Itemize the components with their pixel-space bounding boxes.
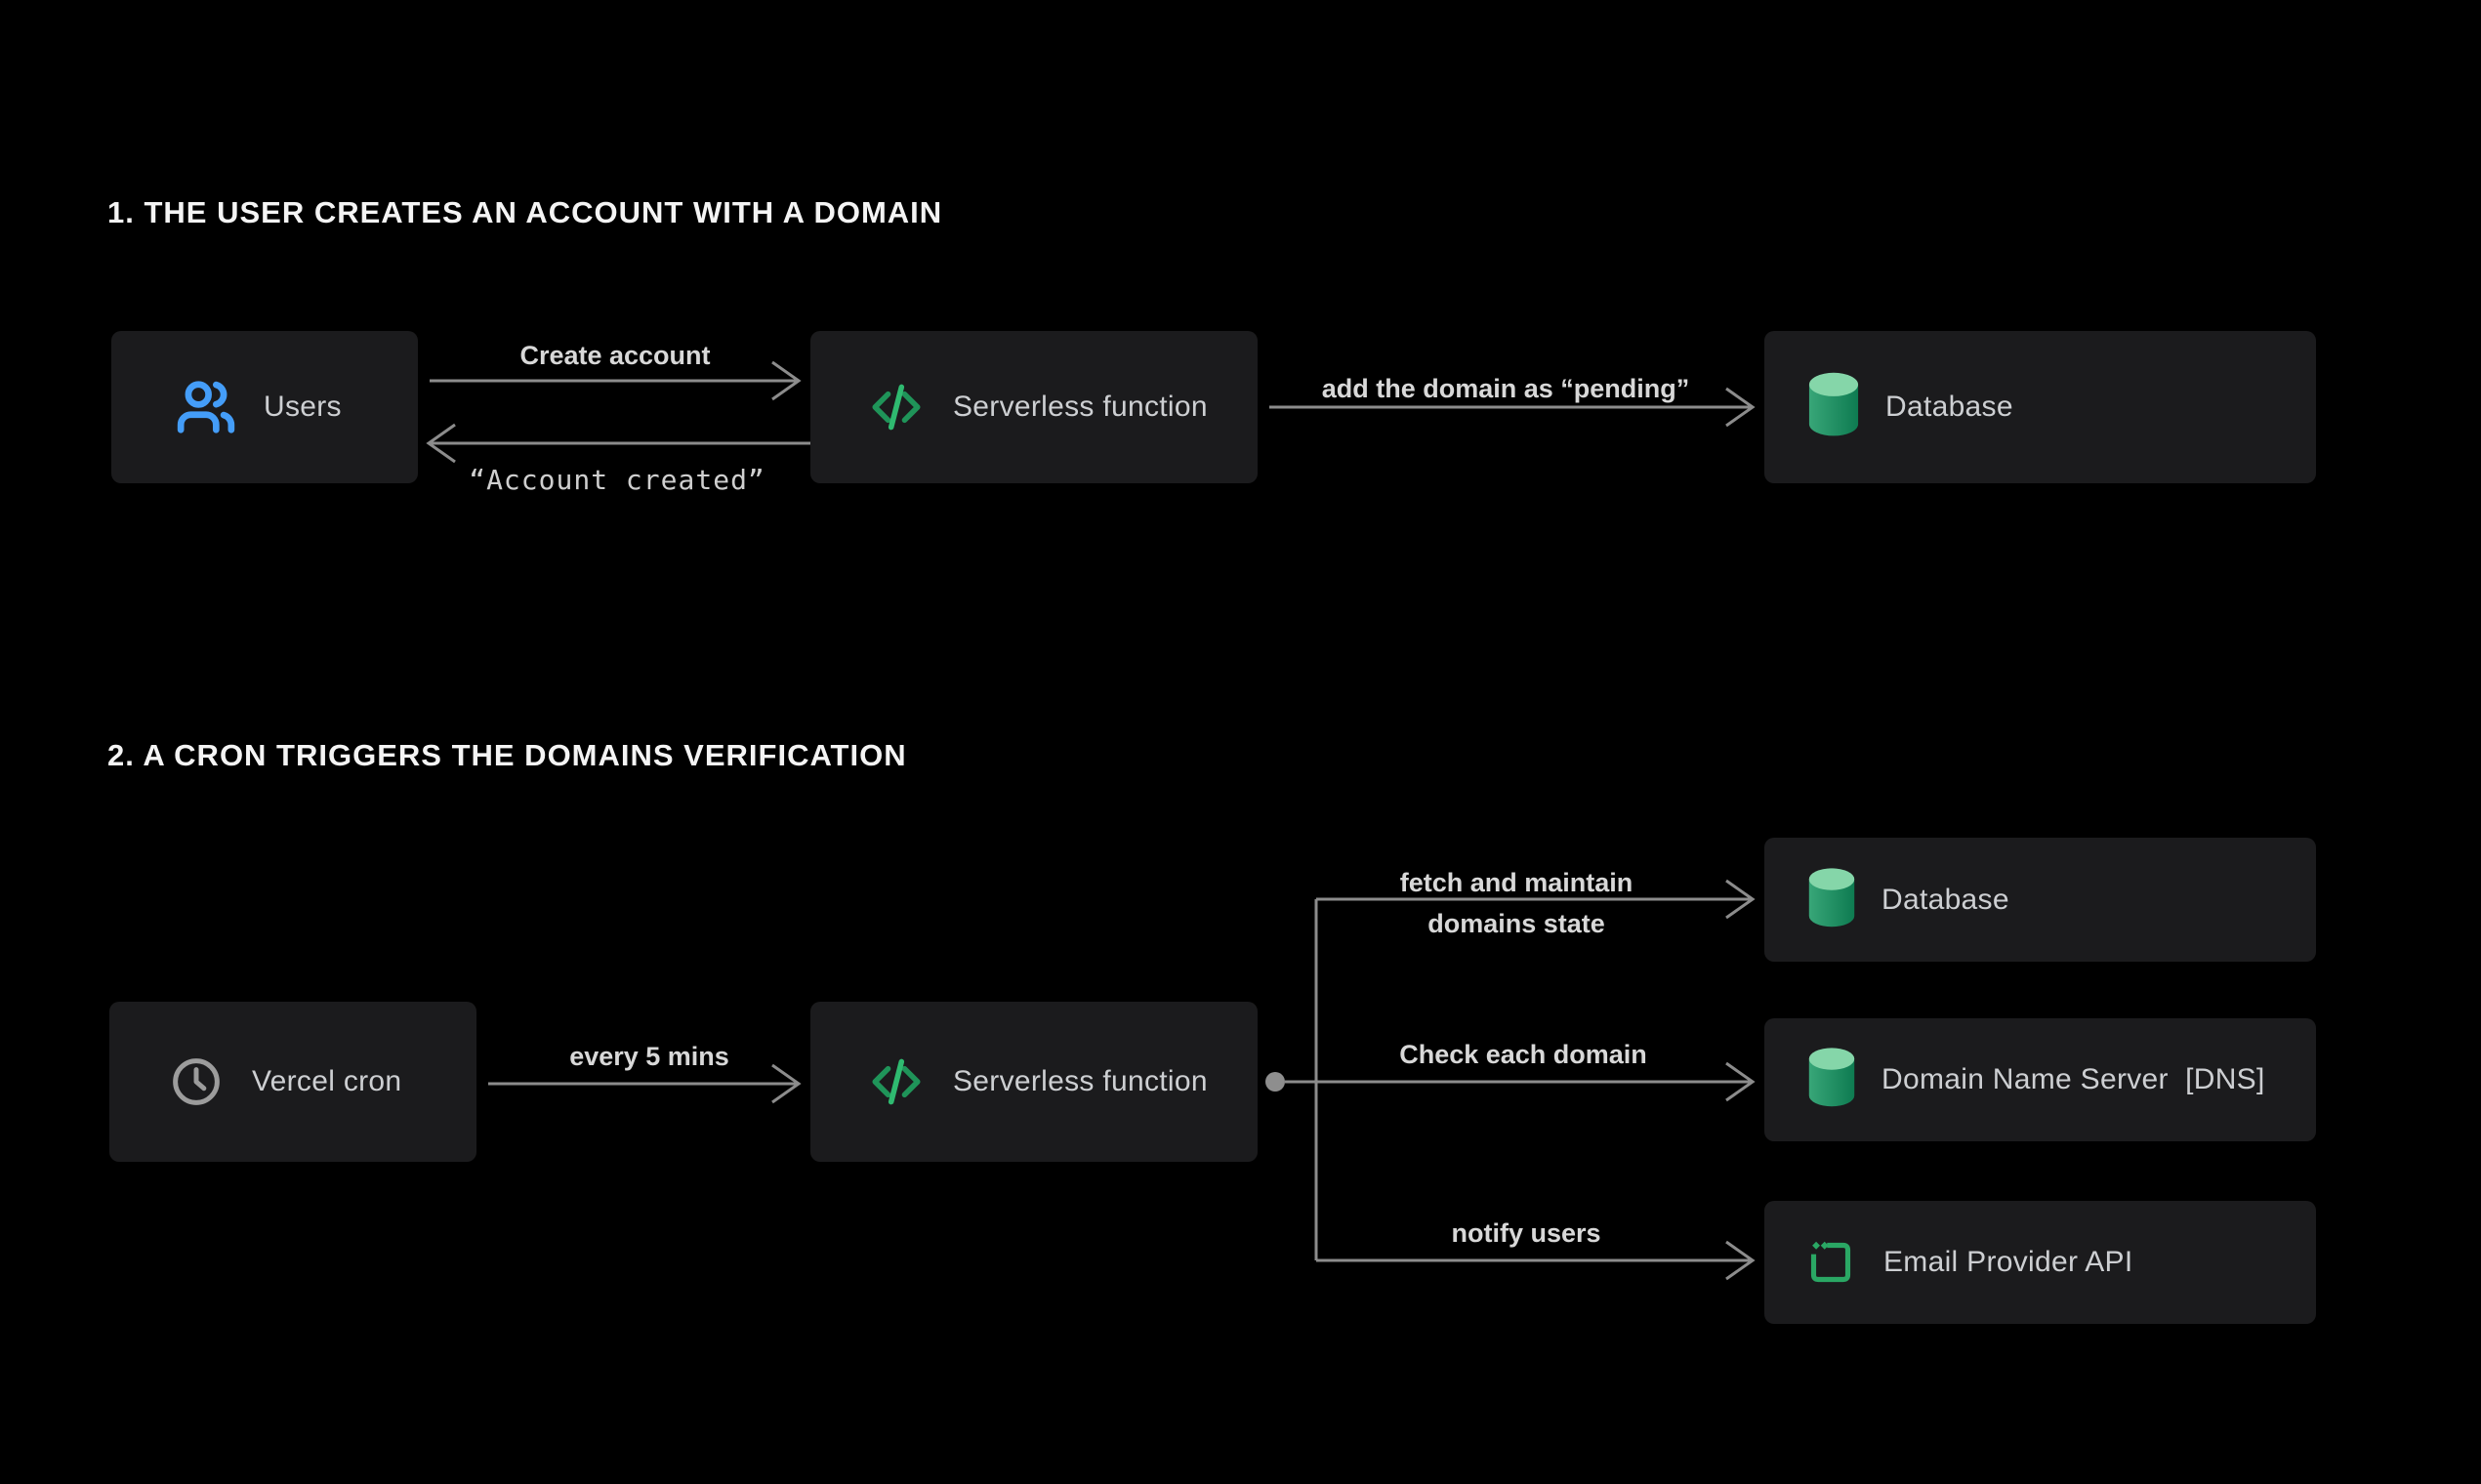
arrow-label-notify-users: notify users — [1451, 1218, 1601, 1248]
node-label: Vercel cron — [252, 1065, 402, 1097]
arrow-label-every-5-mins: every 5 mins — [569, 1042, 729, 1071]
section1-title: 1. THE USER CREATES AN ACCOUNT WITH A DO… — [107, 195, 943, 229]
node-dns: Domain Name Server [DNS] — [1764, 1018, 2316, 1141]
node-vercel-cron: Vercel cron — [109, 1002, 476, 1162]
node-database-2: Database — [1764, 838, 2316, 962]
node-label: Database — [1881, 883, 2009, 916]
code-icon — [865, 1053, 928, 1110]
arrow-label-add-pending: add the domain as “pending” — [1321, 374, 1690, 403]
node-label: Database — [1885, 391, 2013, 423]
section2-title: 2. A CRON TRIGGERS THE DOMAINS VERIFICAT… — [107, 738, 907, 772]
node-database-1: Database — [1764, 331, 2316, 483]
node-serverless-function-1: Serverless function — [810, 331, 1258, 483]
users-icon — [176, 377, 236, 437]
database-icon — [1807, 1046, 1856, 1114]
node-email-provider: Email Provider API — [1764, 1201, 2316, 1324]
node-label: Users — [264, 391, 342, 423]
arrow-label-create-account: Create account — [519, 341, 711, 370]
branch-connector — [1265, 899, 1318, 1260]
arrow-label-fetch-maintain: fetch and maintain domains state — [1399, 868, 1633, 938]
node-label: Serverless function — [953, 1065, 1208, 1097]
node-users: Users — [111, 331, 418, 483]
arrow-label-check-domain: Check each domain — [1399, 1040, 1647, 1069]
database-icon — [1807, 866, 1856, 934]
node-serverless-function-2: Serverless function — [810, 1002, 1258, 1162]
node-label: Domain Name Server [DNS] — [1881, 1063, 2265, 1095]
code-icon — [865, 379, 928, 435]
email-api-icon — [1803, 1235, 1858, 1290]
arrow-label-account-created: “Account created” — [469, 464, 765, 496]
node-label: Email Provider API — [1883, 1246, 2133, 1278]
clock-icon — [170, 1055, 223, 1108]
node-label: Serverless function — [953, 391, 1208, 423]
arrow-account-created — [426, 423, 820, 464]
database-icon — [1807, 370, 1860, 444]
